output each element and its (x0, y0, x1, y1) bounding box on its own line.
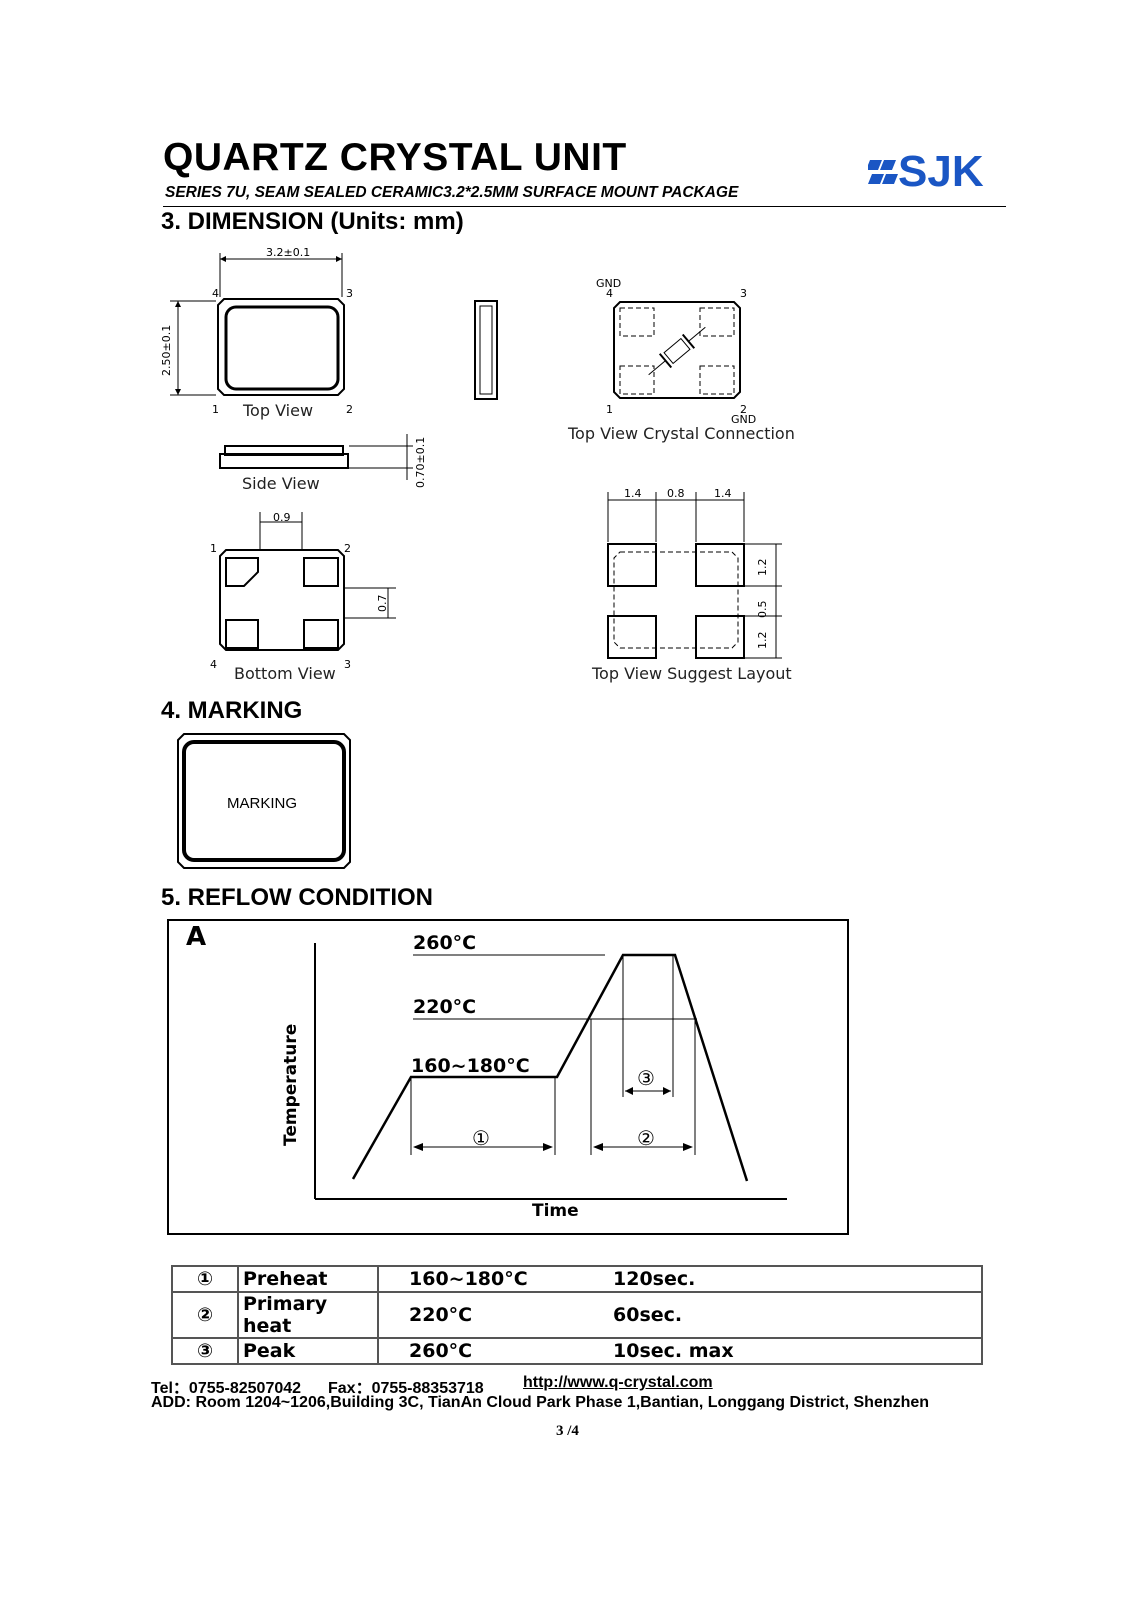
row-name: Primary heat (237, 1291, 379, 1339)
row-time: 60sec. (609, 1291, 983, 1339)
row-temp: 260°C (377, 1337, 609, 1365)
row-temp: 160~180°C (377, 1265, 609, 1293)
table-row: ② Primary heat 220°C 60sec. (171, 1291, 983, 1339)
reflow-chart-frame (167, 919, 849, 1235)
header-divider (163, 206, 1006, 207)
top-view-label: Top View (243, 401, 314, 420)
bottom-view-pin-2: 2 (344, 542, 351, 555)
layout-height-2: 0.5 (756, 600, 769, 619)
bottom-view-pin-1: 1 (210, 542, 217, 555)
reflow-heading: 5. REFLOW CONDITION (161, 884, 433, 911)
crystal-gnd-top: GND (596, 277, 622, 290)
row-number: ③ (171, 1337, 239, 1365)
top-view-height-dim: 2.50±0.1 (160, 324, 173, 376)
footer-fax: Fax：0755-88353718 (328, 1380, 484, 1397)
document-title: QUARTZ CRYSTAL UNIT (163, 136, 627, 179)
bottom-view-pad-dim: 0.7 (376, 594, 389, 613)
reflow-marker-1: ① (472, 1128, 490, 1150)
sjk-logo-icon: SJK (866, 147, 984, 196)
marking-drawing (177, 733, 351, 869)
crystal-pin-4: 4 (606, 287, 613, 300)
crystal-connection-label: Top View Crystal Connection (568, 424, 795, 443)
top-view-pin-3: 3 (346, 287, 353, 300)
row-number: ② (171, 1291, 239, 1339)
marking-heading: 4. MARKING (161, 697, 303, 724)
reflow-axis-y: Temperature (281, 1023, 301, 1146)
reflow-marker-2: ② (637, 1128, 655, 1150)
page-number: 3 /4 (556, 1423, 579, 1439)
top-view-pin-2: 2 (346, 403, 353, 416)
reflow-temp-preheat: 160~180°C (411, 1055, 530, 1077)
layout-width-2: 0.8 (667, 487, 685, 500)
row-temp: 220°C (377, 1291, 609, 1339)
top-view-width-dim: 3.2±0.1 (266, 246, 311, 259)
footer-address: ADD: Room 1204~1206,Building 3C, TianAn … (151, 1394, 930, 1411)
document-subtitle: SERIES 7U, SEAM SEALED CERAMIC3.2*2.5MM … (165, 184, 739, 201)
reflow-axis-x: Time (532, 1201, 579, 1221)
row-name: Peak (237, 1337, 379, 1365)
top-view-pin-1: 1 (212, 403, 219, 416)
crystal-pin-2: 2 (740, 403, 747, 416)
layout-height-1: 1.2 (756, 558, 769, 577)
table-row: ① Preheat 160~180°C 120sec. (171, 1265, 983, 1293)
crystal-gnd-bottom: GND (731, 413, 757, 426)
crystal-pin-1: 1 (606, 403, 613, 416)
reflow-temp-260: 260°C (413, 932, 477, 954)
row-number: ① (171, 1265, 239, 1293)
reflow-temp-220: 220°C (413, 996, 477, 1018)
bottom-view-pin-3: 3 (344, 658, 351, 671)
suggest-layout-drawing (607, 492, 782, 659)
footer-website-link[interactable]: http://www.q-crystal.com (523, 1374, 713, 1391)
row-time: 10sec. max (609, 1337, 983, 1365)
top-view-drawing (170, 253, 345, 396)
reflow-chart (314, 943, 787, 1200)
svg-text:SJK: SJK (898, 150, 984, 194)
side-view-label: Side View (242, 474, 320, 493)
layout-width-3: 1.4 (714, 487, 732, 500)
top-view-pin-4: 4 (212, 287, 219, 300)
dimension-heading: 3. DIMENSION (Units: mm) (161, 208, 464, 235)
side-view-drawing (219, 434, 413, 480)
bottom-view-pin-4: 4 (210, 658, 217, 671)
table-row: ③ Peak 260°C 10sec. max (171, 1337, 983, 1365)
crystal-pin-3: 3 (740, 287, 747, 300)
side-view-thickness-dim: 0.70±0.1 (414, 436, 427, 488)
bottom-view-gap-dim: 0.9 (273, 511, 291, 524)
bottom-view-drawing (219, 512, 396, 651)
crystal-connection-drawing (613, 301, 741, 399)
reflow-table: ① Preheat 160~180°C 120sec. ② Primary he… (171, 1265, 983, 1365)
layout-width-1: 1.4 (624, 487, 642, 500)
edge-view-drawing (474, 300, 498, 400)
reflow-marker-3: ③ (637, 1068, 655, 1090)
footer-tel: Tel：0755-82507042 (151, 1380, 302, 1397)
layout-height-3: 1.2 (756, 631, 769, 650)
marking-text: MARKING (227, 795, 298, 812)
bottom-view-label: Bottom View (234, 664, 336, 683)
reflow-corner-label: A (186, 922, 207, 952)
row-name: Preheat (237, 1265, 379, 1293)
suggest-layout-label: Top View Suggest Layout (592, 664, 792, 683)
sjk-logo: SJK (866, 147, 1018, 199)
row-time: 120sec. (609, 1265, 983, 1293)
